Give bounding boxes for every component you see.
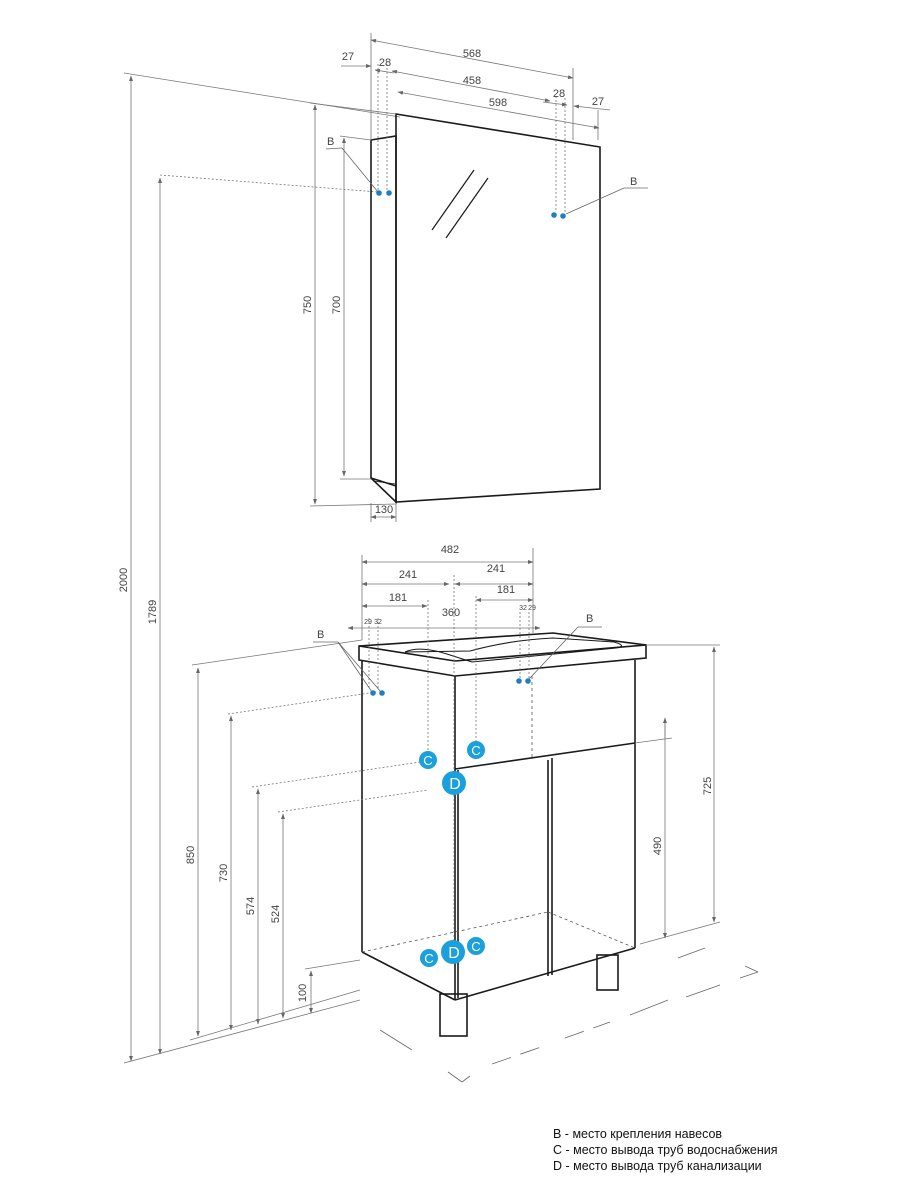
vanity-left-height-dimensions xyxy=(189,639,429,1041)
dim-1789: 1789 xyxy=(147,600,159,624)
mirror-cabinet xyxy=(370,113,601,504)
pipe-marker-d-lower: D xyxy=(441,940,465,964)
dim-28-right: 28 xyxy=(553,88,565,100)
dim-700: 700 xyxy=(331,296,343,314)
legend: B - место крепления навесов C - место вы… xyxy=(553,1126,778,1174)
dim-490: 490 xyxy=(652,837,664,855)
dim-100: 100 xyxy=(297,984,309,1002)
overall-height-dimensions xyxy=(123,72,401,1064)
vanity-cabinet xyxy=(358,632,647,1037)
dim-574: 574 xyxy=(245,897,257,915)
mirror-width-dimensions xyxy=(341,33,611,212)
marker-b-vanity-right: B xyxy=(586,613,593,625)
vanity-hook-points xyxy=(370,678,531,696)
pipe-marker-c-upper-left: C xyxy=(419,751,437,769)
dim-482: 482 xyxy=(441,544,459,556)
dim-568: 568 xyxy=(463,48,481,60)
dim-29-right: 29 xyxy=(528,605,536,612)
dim-241-right: 241 xyxy=(487,563,505,575)
vanity-hook-leaders xyxy=(313,626,602,693)
dim-32-left: 32 xyxy=(374,619,382,626)
marker-c-label: C xyxy=(471,939,480,954)
mirror-height-dimensions xyxy=(309,102,397,522)
pipe-marker-c-upper-right: C xyxy=(467,741,485,759)
dim-458: 458 xyxy=(463,75,481,87)
marker-d-label: D xyxy=(448,945,460,962)
vanity-hidden-lines xyxy=(361,676,636,953)
marker-c-label: C xyxy=(424,951,433,966)
dim-360: 360 xyxy=(442,607,460,619)
dim-130: 130 xyxy=(375,504,393,516)
marker-c-label: C xyxy=(471,743,480,758)
dim-29-left: 29 xyxy=(364,619,372,626)
dim-2000: 2000 xyxy=(118,568,130,592)
dim-181-left: 181 xyxy=(389,592,407,604)
dim-241-left: 241 xyxy=(399,569,417,581)
dim-598: 598 xyxy=(489,97,507,109)
dim-27-left: 27 xyxy=(342,51,354,63)
mirror-hook-points xyxy=(376,190,566,219)
vanity-right-height-dimensions xyxy=(634,644,721,945)
dim-750: 750 xyxy=(302,296,314,314)
marker-b-mirror-left: B xyxy=(327,136,334,148)
marker-c-label: C xyxy=(423,753,432,768)
legend-b: B - место крепления навесов xyxy=(553,1127,723,1141)
legend-c: C - место вывода труб водоснабжения xyxy=(553,1143,778,1157)
mirror-hook-leaders xyxy=(325,147,648,215)
dim-181-right: 181 xyxy=(497,584,515,596)
mirror-reflection-icon xyxy=(431,169,489,239)
dim-32-right: 32 xyxy=(519,605,527,612)
dim-850: 850 xyxy=(185,846,197,864)
dim-725: 725 xyxy=(702,777,714,795)
dim-524: 524 xyxy=(270,905,282,923)
pipe-marker-c-lower-left: C xyxy=(420,949,438,967)
pipe-marker-c-lower-right: C xyxy=(467,937,485,955)
pipe-marker-d-upper: D xyxy=(442,771,466,795)
legend-d: D - место вывода труб канализации xyxy=(553,1159,762,1173)
marker-b-vanity-left: B xyxy=(317,629,324,641)
marker-b-mirror-right: B xyxy=(630,176,637,188)
dim-27-right: 27 xyxy=(592,96,604,108)
floor-footprint xyxy=(379,947,759,1083)
marker-d-label: D xyxy=(449,776,461,793)
dim-28-left: 28 xyxy=(379,57,391,69)
dim-730: 730 xyxy=(218,864,230,882)
